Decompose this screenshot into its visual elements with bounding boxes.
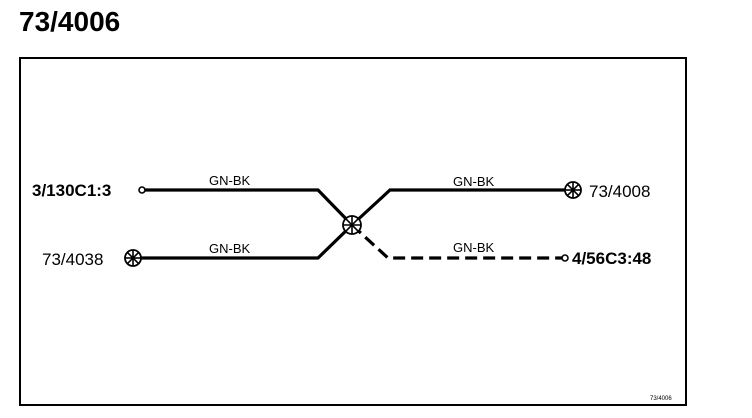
connector-label-right-top: 73/4008: [589, 182, 650, 201]
wire-right-top: [350, 188, 565, 227]
wire-left-bottom: [141, 223, 354, 260]
connector-label-left-top: 3/130C1:3: [32, 181, 111, 200]
wire-color-label: GN-BK: [453, 174, 495, 189]
terminal-pin-icon: [561, 254, 569, 262]
terminal-pin-icon: [138, 186, 146, 194]
splice-icon: [342, 215, 362, 235]
page-title: 73/4006: [19, 6, 121, 37]
connector-label-right-bottom: 4/56C3:48: [572, 249, 651, 268]
wire-color-label: GN-BK: [209, 173, 251, 188]
diagram-frame: [19, 57, 687, 406]
wire-color-label: GN-BK: [209, 241, 251, 256]
star-terminal-icon: [564, 181, 582, 199]
connector-label-left-bottom: 73/4038: [42, 250, 103, 269]
wire-left-top: [145, 188, 354, 227]
wire-color-label: GN-BK: [453, 240, 495, 255]
wire-right-bottom-dashed: [350, 223, 562, 260]
diagram-reference-label: 73/4006: [650, 396, 672, 402]
star-terminal-icon: [124, 249, 142, 267]
